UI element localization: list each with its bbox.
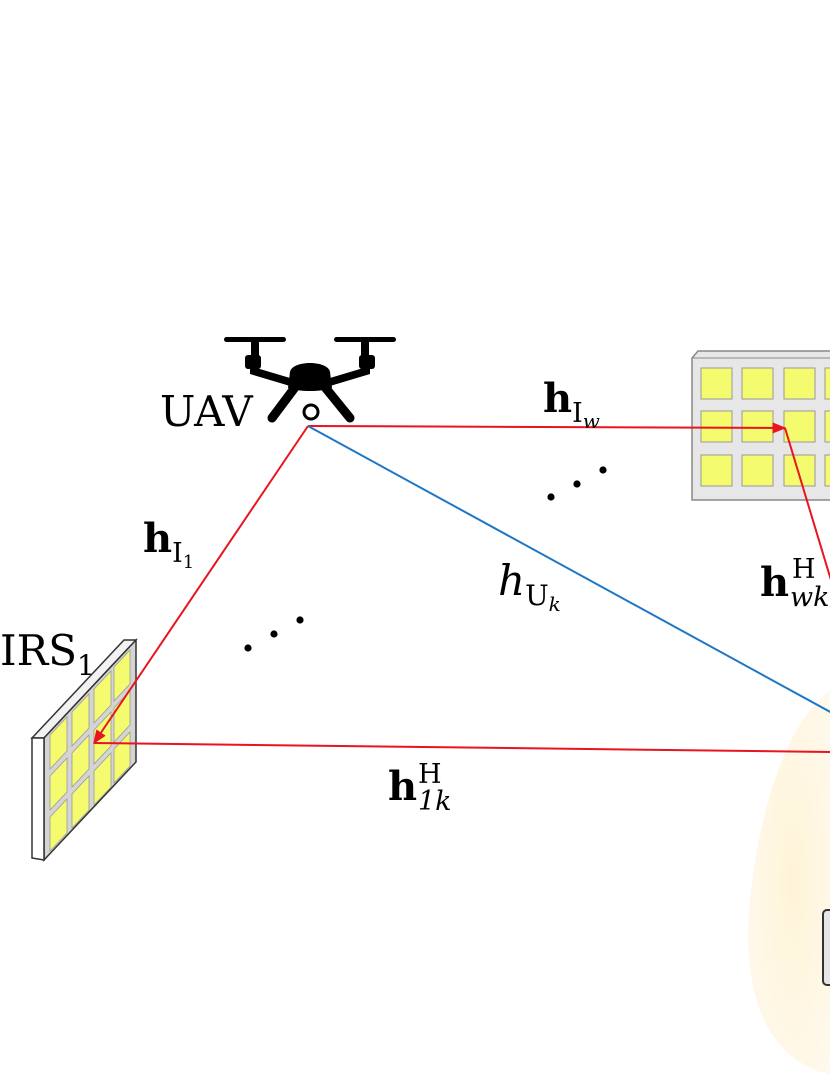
h-I1-label: hI1 bbox=[143, 515, 194, 573]
user-device-icon bbox=[822, 909, 830, 986]
h-Iw-label: hIw bbox=[543, 375, 600, 433]
h-wk-label: h bbox=[760, 559, 789, 606]
h-wk-superscript: H bbox=[792, 554, 816, 585]
link-irs-1-user bbox=[93, 742, 830, 753]
uav-label: UAV bbox=[160, 387, 253, 436]
irs-1-label: IRS1 bbox=[0, 626, 95, 682]
uav-drone-icon bbox=[224, 337, 396, 423]
user-coverage-region bbox=[748, 690, 830, 1075]
link-uav-user-direct bbox=[307, 425, 830, 713]
h-1k-superscript: H bbox=[418, 759, 442, 790]
irs-1-reflecting-surface-icon bbox=[30, 638, 138, 862]
h-1k-label: h bbox=[388, 763, 417, 810]
link-uav-irs-w bbox=[307, 422, 787, 434]
link-irs-w-user bbox=[784, 427, 830, 581]
h-Uk-label: hUk bbox=[498, 556, 561, 616]
h-wk-subscript: wk bbox=[790, 582, 829, 613]
ellipsis-dots-lower bbox=[244, 616, 304, 652]
link-uav-irs-1 bbox=[93, 425, 309, 745]
irs-w-reflecting-surface-icon bbox=[691, 350, 830, 501]
h-1k-subscript: 1k bbox=[418, 786, 452, 817]
ellipsis-dots-upper bbox=[547, 466, 607, 501]
